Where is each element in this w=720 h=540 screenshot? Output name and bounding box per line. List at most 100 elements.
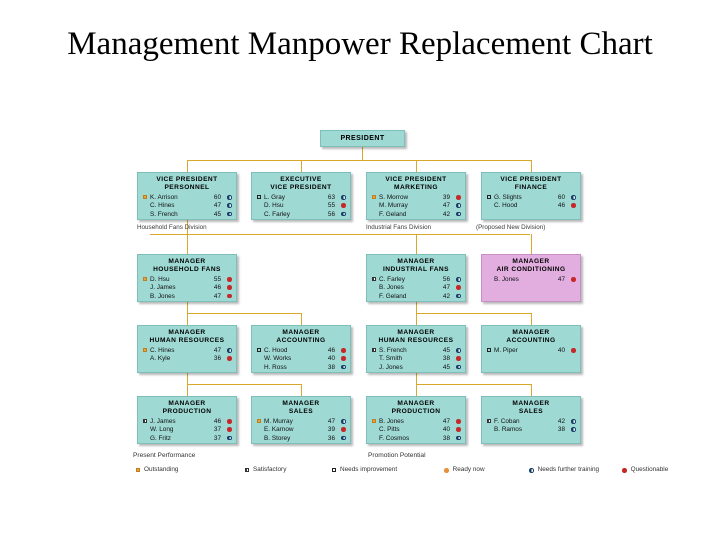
outstanding-icon [372,419,376,424]
connector-line [531,234,532,254]
potential-cell [335,347,346,355]
connector-line [187,160,531,161]
legend-label: Ready now [452,466,485,473]
performance-cell [372,194,379,202]
potential-cell [221,426,232,434]
potential-cell [565,276,576,284]
person-age: 47 [327,417,335,425]
potential-cell [221,435,232,443]
legend-glyph [332,467,336,474]
person-name: S. Morrow [379,193,409,201]
needs-training-icon [341,194,346,200]
performance-cell [143,194,150,202]
legend-label: Questionable [630,466,669,473]
potential-cell [450,418,461,426]
person-age: 47 [213,202,221,210]
potential-cell [221,293,232,301]
connector-line [416,234,417,254]
person-age: 36 [327,434,335,442]
legend-label: Outstanding [144,466,179,473]
performance-cell [487,418,494,426]
legend-label: Needs improvement [340,466,398,473]
person-name: D. Hsu [264,202,284,210]
questionable-icon [456,194,461,200]
satisfactory-icon [372,277,376,282]
person-age: 47 [213,292,221,300]
outstanding-icon [372,195,376,200]
connector-line [187,384,301,385]
person-age: 56 [442,275,450,283]
potential-cell [450,364,461,372]
potential-cell [450,276,461,284]
potential-cell [450,435,461,443]
org-node-president[interactable]: PRESIDENT [320,130,405,147]
connector-line [416,313,531,314]
satisfactory-icon [143,419,147,424]
needs-improvement-icon [332,468,336,473]
person-name: M. Murray [264,417,293,425]
person-age: 55 [327,202,335,210]
person-row: D. Hsu 55 [257,202,346,210]
legend-title-present-performance: Present Performance [133,452,196,459]
person-name: C. Hood [494,202,518,210]
needs-training-icon [341,418,346,424]
needs-improvement-icon [487,195,491,200]
needs-training-icon [529,468,534,473]
legend-item: Questionable [622,466,668,474]
person-name: H. Ross [264,363,287,371]
performance-cell [143,276,150,284]
outstanding-icon [143,277,147,282]
person-age: 55 [213,275,221,283]
connector-line [416,313,417,325]
connector-line [187,160,188,172]
person-row: M. Murray 47 [257,418,346,426]
connector-line [301,384,302,396]
potential-cell [565,202,576,210]
legend-label: Satisfactory [253,466,287,473]
questionable-icon [227,293,232,299]
person-name: F. Geland [379,210,407,218]
needs-training-icon [456,364,461,370]
person-age: 38 [442,355,450,363]
person-name: K. Arrison [150,193,178,201]
person-name: S. French [379,346,407,354]
person-name: C. Hines [150,346,175,354]
potential-cell [450,211,461,219]
person-age: 63 [327,193,335,201]
